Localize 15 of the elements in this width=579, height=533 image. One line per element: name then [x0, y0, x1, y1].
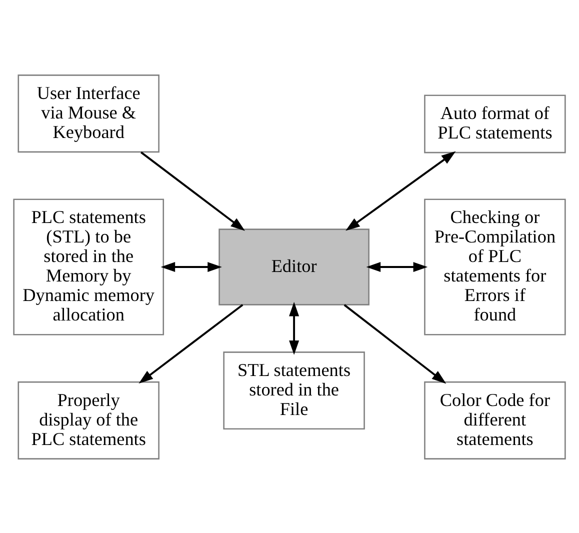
arrow	[366, 261, 428, 272]
node-box: Checking or Pre-Compilation of PLC statements for Errors if found	[424, 198, 566, 335]
node-box: Properly display of the PLC statements	[18, 380, 160, 459]
node-box: User Interface via Mouse & Keyboard	[18, 74, 160, 152]
node-box: PLC statements (STL) to be stored in the Memory by Dynamic memory allocation	[13, 198, 164, 335]
arrow	[346, 150, 456, 230]
arrow	[138, 304, 244, 383]
arrow	[160, 261, 222, 272]
node-box: STL statements stored in the File	[223, 351, 365, 430]
arrow	[344, 304, 446, 384]
node-box: Editor	[218, 228, 370, 305]
node-box: Auto format of PLC statements	[424, 94, 566, 153]
arrow	[140, 151, 245, 230]
arrow	[289, 301, 300, 354]
node-box: Color Code for different statements	[424, 380, 566, 459]
